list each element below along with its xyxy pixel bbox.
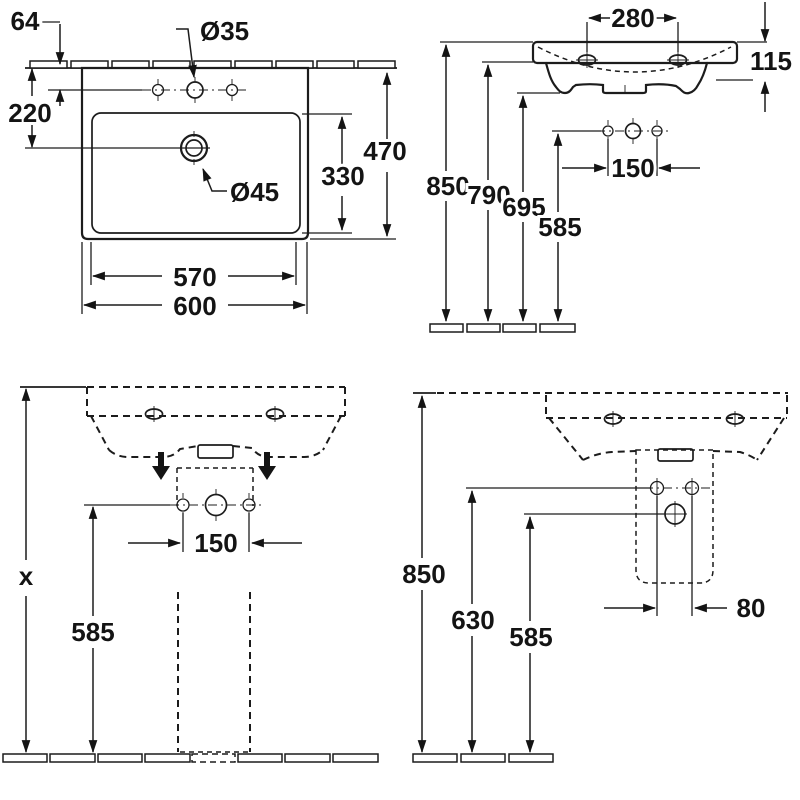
dim-height-x: x — [16, 387, 37, 754]
dim-rim-height: 115 — [716, 2, 795, 112]
dim-height-850: 850 — [423, 41, 533, 323]
bowl-hidden-edge — [537, 46, 732, 73]
callout-tap-hole-diameter: Ø35 — [176, 13, 252, 79]
dim-height-850-hp: 850 — [399, 394, 449, 754]
dim-630-label: 630 — [451, 605, 494, 635]
dim-height-695: 695 — [499, 92, 560, 323]
dim-wall-offset: 64 — [8, 3, 65, 106]
dim-695-label: 695 — [502, 192, 545, 222]
dim-height-790: 790 — [464, 61, 533, 323]
half-pedestal-hidden-outline — [635, 449, 714, 584]
floor-hatching-pedestal — [2, 753, 379, 763]
dim-150-pedestal-label: 150 — [194, 528, 237, 558]
dim-330-label: 330 — [321, 161, 364, 191]
floor-hatching-front — [429, 323, 576, 333]
fixing-holes — [644, 478, 711, 527]
dim-570-label: 570 — [173, 262, 216, 292]
callout-drain-diameter: Ø45 — [202, 167, 282, 210]
front-view-half-pedestal: 80 850 630 585 — [399, 392, 788, 763]
dim-bowl-depth: 330 — [302, 113, 368, 234]
pedestal-hidden-outline — [177, 592, 251, 753]
dim-850-label: 850 — [426, 171, 469, 201]
dim-total-width: 600 — [81, 242, 308, 324]
dim-585-hp-label: 585 — [509, 622, 552, 652]
dim-790-label: 790 — [467, 180, 510, 210]
install-arrow-right — [258, 452, 276, 480]
basin-hidden-outline — [86, 386, 346, 458]
dim-80-label: 80 — [737, 593, 766, 623]
dim-tap-spacing-front: 150 — [562, 139, 700, 186]
dim-115-label: 115 — [750, 46, 792, 76]
dim-220-label: 220 — [8, 98, 51, 128]
dim-280-label: 280 — [611, 3, 654, 33]
overflow-slot-hp — [657, 448, 694, 462]
dim-total-depth: 470 — [310, 71, 410, 240]
dim-height-585-hp: 585 — [506, 515, 556, 754]
floor-hatching-hp — [412, 753, 554, 763]
install-arrow-left — [152, 452, 170, 480]
mounting-holes-front — [576, 52, 689, 68]
dim-600-label: 600 — [173, 291, 216, 321]
dim-64-label: 64 — [11, 6, 40, 36]
dim-470-label: 470 — [363, 136, 406, 166]
dim-850-hp-label: 850 — [402, 559, 445, 589]
basin-inner-bowl — [91, 112, 301, 234]
dim-fixing-spacing: 80 — [604, 496, 768, 626]
overflow-slot — [197, 444, 234, 459]
dim-height-585-front: 585 — [535, 130, 601, 323]
dim-height-630: 630 — [448, 489, 498, 754]
tap-holes-plan — [48, 77, 250, 103]
tap-deck-hidden — [176, 467, 254, 506]
dim-585-front-label: 585 — [538, 212, 581, 242]
drain-hole — [25, 131, 210, 165]
dim-x-label: x — [19, 561, 34, 591]
basin-outer-rim — [80, 66, 310, 241]
dim-tap-spacing-pedestal: 150 — [128, 513, 302, 561]
front-view-pedestal: 150 x 585 — [2, 386, 379, 763]
dim-o35-label: Ø35 — [200, 16, 249, 46]
dim-mount-hole-spacing: 280 — [586, 0, 679, 52]
dim-150-front-label: 150 — [611, 153, 654, 183]
basin-rim-profile — [531, 40, 739, 65]
plan-view: 64 220 Ø35 Ø45 330 — [5, 3, 410, 324]
front-view: 280 115 150 — [423, 0, 795, 333]
basin-hidden-outline-hp — [437, 392, 788, 461]
dim-585-pedestal-label: 585 — [71, 617, 114, 647]
basin-body-profile — [544, 61, 709, 95]
dim-front-to-drain: 220 — [5, 67, 55, 149]
dim-o45-label: Ø45 — [230, 177, 279, 207]
tap-holes-pedestal — [84, 489, 262, 521]
tap-holes-front — [596, 118, 670, 144]
dim-bowl-width: 570 — [90, 242, 297, 295]
dim-height-585-pedestal: 585 — [68, 505, 118, 754]
